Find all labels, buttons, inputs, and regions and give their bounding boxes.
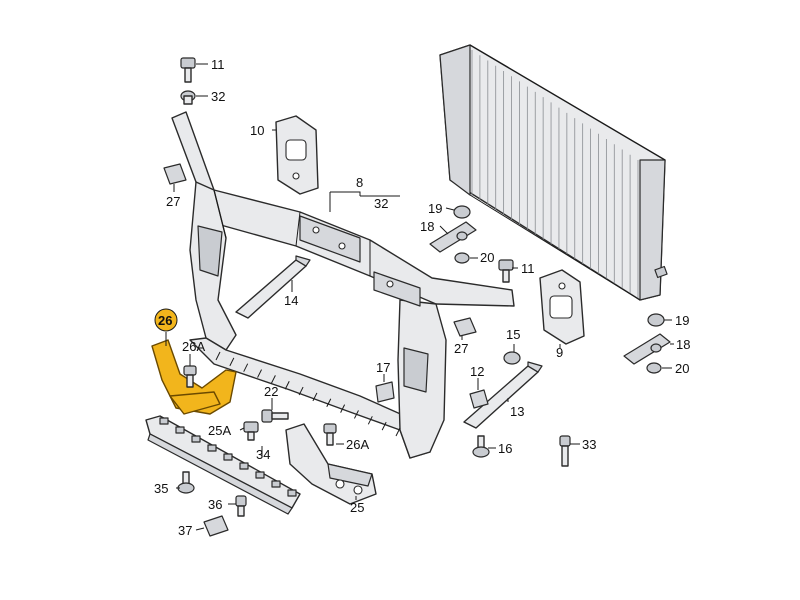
callout-label-13: 13 bbox=[510, 404, 524, 419]
bracket-tooth bbox=[207, 444, 217, 452]
carrier-rib bbox=[270, 375, 276, 384]
callout-label-18-right: 18 bbox=[676, 337, 690, 352]
callout-label-32-top: 32 bbox=[211, 89, 225, 104]
callouts: 11 32 10 27 8 32 19 18 20 11 14 26 26A 2… bbox=[154, 57, 690, 538]
callout-label-19-right: 19 bbox=[675, 313, 689, 328]
bolt-icon bbox=[472, 435, 490, 458]
bracket-tooth bbox=[271, 480, 281, 488]
clip-icon bbox=[469, 389, 489, 409]
carrier-rib bbox=[340, 404, 346, 413]
callout-label-25: 25 bbox=[350, 500, 364, 515]
bracket-tooth bbox=[255, 471, 265, 479]
callout-label-27-left: 27 bbox=[166, 194, 180, 209]
callout-badge-26: 26 bbox=[154, 308, 178, 332]
bolt-icon bbox=[183, 365, 197, 388]
callout-label-32-mid: 32 bbox=[374, 196, 388, 211]
bolt-icon bbox=[261, 409, 289, 423]
bracket-tooth bbox=[191, 435, 201, 443]
clip-icon bbox=[453, 317, 477, 337]
bolt-icon bbox=[243, 421, 259, 441]
carrier-rib bbox=[243, 363, 249, 372]
leader-lines bbox=[165, 63, 674, 531]
callout-label-25A: 25A bbox=[208, 423, 231, 438]
callout-label-34: 34 bbox=[256, 447, 270, 462]
strut-14 bbox=[235, 255, 311, 319]
callout-label-9: 9 bbox=[556, 345, 563, 360]
callout-label-20-top: 20 bbox=[480, 250, 494, 265]
callout-label-27-right: 27 bbox=[454, 341, 468, 356]
callout-label-35: 35 bbox=[154, 481, 168, 496]
nut-icon bbox=[454, 252, 470, 264]
carrier-rib bbox=[229, 357, 235, 367]
bracket-tooth bbox=[239, 462, 249, 470]
grommet-icon bbox=[503, 351, 521, 365]
carrier-rib bbox=[326, 398, 332, 407]
callout-label-16: 16 bbox=[498, 441, 512, 456]
clip-icon bbox=[203, 515, 229, 537]
bracket-tooth bbox=[175, 426, 185, 434]
bolt-icon bbox=[235, 495, 247, 517]
callout-label-26A-lower: 26A bbox=[346, 437, 369, 452]
carrier-rib bbox=[257, 369, 262, 378]
bolt-icon bbox=[498, 259, 514, 283]
callout-label-33: 33 bbox=[582, 437, 596, 452]
bracket-teeth bbox=[159, 417, 297, 497]
bolt-icon bbox=[323, 423, 337, 446]
part-25 bbox=[285, 423, 377, 505]
carrier-rib bbox=[312, 392, 318, 402]
clip-icon bbox=[163, 163, 187, 185]
bracket-tooth bbox=[287, 489, 297, 497]
callout-label-22: 22 bbox=[264, 384, 278, 399]
washer-icon bbox=[180, 90, 196, 105]
bracket-tooth bbox=[223, 453, 233, 461]
callout-label-12: 12 bbox=[470, 364, 484, 379]
lower-bracket-34 bbox=[145, 415, 301, 515]
callout-label-11-right: 11 bbox=[521, 261, 535, 276]
callout-label-26A-top: 26A bbox=[182, 339, 205, 354]
nut-icon bbox=[647, 313, 665, 327]
bolt-icon bbox=[180, 57, 196, 83]
carrier-rib bbox=[284, 381, 290, 390]
callout-label-11-top: 11 bbox=[211, 57, 225, 72]
callout-label-20-right: 20 bbox=[675, 361, 689, 376]
nut-icon bbox=[453, 205, 471, 219]
clip-icon bbox=[375, 381, 395, 403]
callout-label-26: 26 bbox=[158, 313, 172, 328]
carrier-rib bbox=[215, 351, 221, 361]
callout-label-14: 14 bbox=[284, 293, 298, 308]
carrier-rib bbox=[395, 427, 401, 437]
carrier-rib bbox=[381, 421, 387, 431]
callout-label-17: 17 bbox=[376, 360, 390, 375]
callout-label-37: 37 bbox=[178, 523, 192, 538]
mount-icon bbox=[623, 333, 671, 365]
callout-label-18-top: 18 bbox=[420, 219, 434, 234]
lower-beam-ribs bbox=[215, 351, 401, 437]
radiator-fins bbox=[471, 50, 639, 298]
callout-label-8: 8 bbox=[356, 175, 363, 190]
callout-label-10: 10 bbox=[250, 123, 264, 138]
carrier-rib bbox=[367, 416, 373, 425]
callout-label-36: 36 bbox=[208, 497, 222, 512]
bolt-icon bbox=[177, 471, 195, 494]
bracket-9 bbox=[539, 269, 585, 345]
highlighted-part-26 bbox=[151, 339, 237, 415]
nut-icon bbox=[646, 362, 662, 374]
bracket-tooth bbox=[159, 417, 169, 425]
carrier-rib bbox=[354, 410, 359, 419]
callout-label-15: 15 bbox=[506, 327, 520, 342]
carrier-rib bbox=[298, 386, 304, 396]
callout-label-19-top: 19 bbox=[428, 201, 442, 216]
bracket-10 bbox=[275, 115, 319, 195]
radiator bbox=[439, 44, 668, 301]
rivet-icon bbox=[559, 435, 571, 467]
mount-icon bbox=[429, 221, 477, 253]
hardware bbox=[163, 57, 671, 537]
front-carrier bbox=[171, 111, 515, 459]
